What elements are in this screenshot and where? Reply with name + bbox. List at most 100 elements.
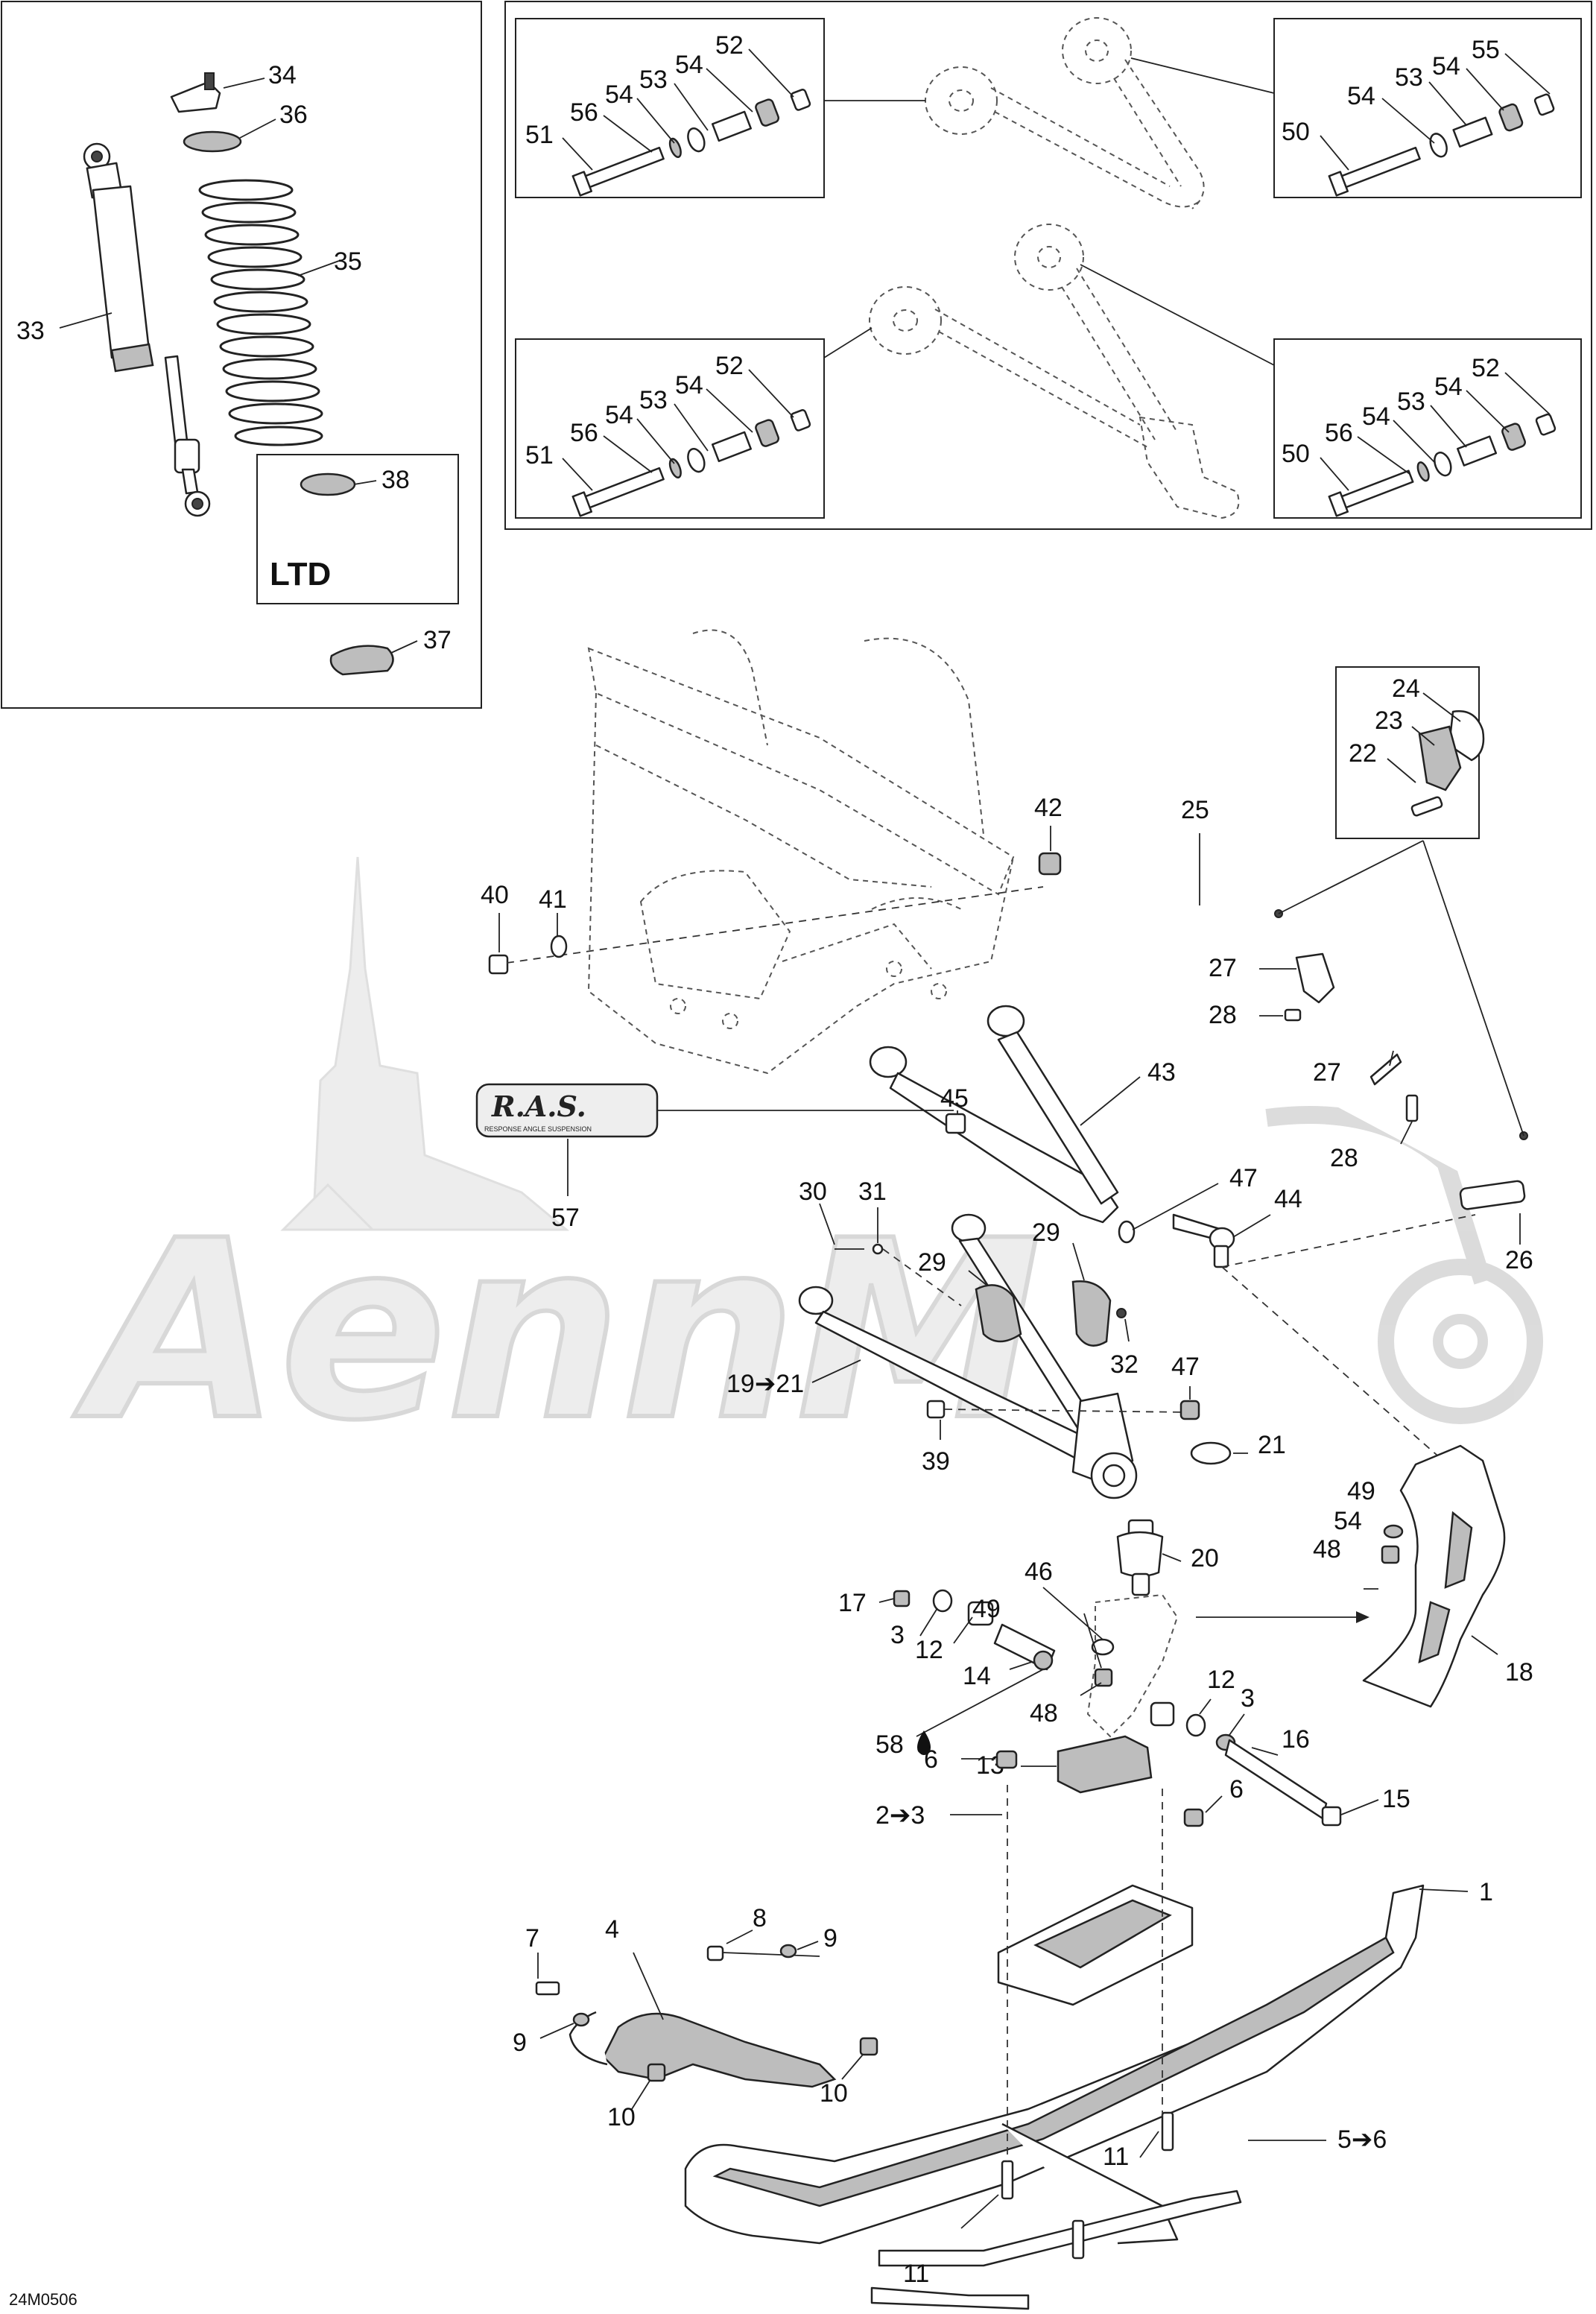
callout-32: 32 [1110, 1350, 1139, 1379]
ltd-box [256, 454, 459, 604]
diagram-code: 24M0506 [9, 2290, 77, 2309]
hw2-label-3: 54 [1432, 52, 1460, 80]
a-arm-hardware-panel: 51 56 54 53 54 52 50 54 [504, 1, 1592, 530]
hardware-box-1: 51 56 54 53 54 52 [515, 18, 825, 198]
callout-31: 31 [858, 1177, 887, 1206]
spindle-18 [1362, 1444, 1506, 1708]
callout-57: 57 [551, 1204, 580, 1232]
watermark-text: AennM [70, 1188, 1041, 1474]
ski-handle-4 [569, 2011, 837, 2088]
callout-16: 16 [1282, 1725, 1310, 1754]
callout-37: 37 [423, 626, 452, 654]
bolt-40 [488, 954, 509, 975]
callout-49b: 49 [1347, 1477, 1375, 1505]
hw3-label-5: 52 [715, 352, 744, 380]
callout-28a: 28 [1209, 1001, 1237, 1029]
bumper-29a [975, 1284, 1022, 1343]
callout-41: 41 [539, 885, 567, 914]
callout-10b: 10 [820, 2079, 848, 2108]
hw3-label-4: 54 [675, 371, 703, 399]
callout-36: 36 [279, 101, 308, 129]
hw3-label-3: 53 [639, 386, 668, 414]
callout-9b: 9 [513, 2029, 527, 2057]
callout-18: 18 [1505, 1658, 1533, 1686]
callout-33: 33 [16, 317, 45, 345]
ghost-upper-a-arm [824, 17, 1275, 209]
hardware-box-3: 51 56 54 53 54 52 [515, 338, 825, 519]
bracket-27 [1295, 952, 1335, 1004]
bracket-22-24-box: 24 23 22 [1335, 666, 1485, 839]
hw4-label-0: 50 [1282, 440, 1310, 468]
ghost-lower-a-arm [823, 224, 1275, 519]
callout-46: 46 [1025, 1558, 1053, 1586]
callout-12b: 12 [1207, 1666, 1235, 1694]
callout-24: 24 [1392, 674, 1420, 703]
chassis-frame [587, 629, 1015, 1075]
callout-42: 42 [1034, 794, 1063, 822]
callout-6b: 6 [1229, 1775, 1244, 1804]
callout-45: 45 [940, 1084, 969, 1113]
hardware-box-2: 50 54 53 54 55 [1273, 18, 1582, 198]
hw2-label-4: 55 [1472, 36, 1500, 64]
hw4-label-3: 53 [1397, 388, 1425, 416]
callout-34: 34 [268, 61, 297, 89]
callout-44: 44 [1274, 1185, 1302, 1213]
hw3-label-2: 54 [605, 401, 633, 429]
callout-47b: 47 [1171, 1353, 1200, 1381]
callout-25: 25 [1181, 796, 1209, 824]
callout-17: 17 [838, 1589, 867, 1617]
hw2-label-0: 50 [1282, 118, 1310, 146]
callout-3b: 3 [1241, 1684, 1255, 1713]
hw4-label-2: 54 [1362, 402, 1390, 431]
callout-47a: 47 [1229, 1164, 1258, 1192]
callout-22: 22 [1349, 739, 1377, 768]
callout-54: 54 [1334, 1507, 1362, 1535]
callout-3a: 3 [890, 1621, 905, 1649]
callout-10a: 10 [607, 2103, 636, 2131]
ball-joint-20 [1116, 1519, 1164, 1596]
callout-1: 1 [1479, 1878, 1493, 1906]
bumper-29b [1071, 1280, 1112, 1347]
callout-28b: 28 [1330, 1144, 1358, 1172]
hw1-label-2: 54 [605, 80, 633, 109]
callout-8: 8 [753, 1904, 767, 1932]
spring-35 [198, 179, 323, 446]
ras-logo-subtext: RESPONSE ANGLE SUSPENSION [484, 1125, 592, 1133]
hw4-label-5: 52 [1472, 354, 1500, 382]
callout-12a: 12 [915, 1636, 943, 1664]
hw1-label-0: 51 [525, 121, 554, 149]
callout-39: 39 [922, 1447, 950, 1476]
hw1-label-5: 52 [715, 31, 744, 60]
hw3-label-1: 56 [570, 419, 598, 447]
callout-35: 35 [334, 247, 362, 276]
ras-logo-text: R.A.S. [491, 1090, 586, 1123]
carbide-runner-5: 5➔6 [870, 2125, 1387, 2310]
oil-drop-icon [917, 1730, 931, 1755]
callout-21: 21 [1258, 1431, 1286, 1459]
callout-49a: 49 [972, 1595, 1001, 1623]
callout-6a: 6 [924, 1745, 938, 1774]
callout-14: 14 [963, 1662, 991, 1690]
ski-1 [684, 1884, 1425, 2245]
hw2-label-2: 53 [1395, 63, 1423, 92]
callout-4: 4 [605, 1915, 619, 1944]
callout-5-6: 5➔6 [1337, 2125, 1387, 2154]
callout-7: 7 [525, 1924, 539, 1953]
ltd-label: LTD [270, 556, 331, 592]
hw2-label-1: 54 [1347, 82, 1375, 110]
callout-29a: 29 [918, 1248, 946, 1277]
hardware-box-4: 50 56 54 53 54 52 [1273, 338, 1582, 519]
spring-seat-38 [300, 472, 356, 496]
shock-absorber-33 [83, 142, 211, 517]
hw1-label-1: 56 [570, 98, 598, 127]
spring-seat-37 [329, 645, 394, 676]
shock-absorber-panel: LTD 33 34 36 35 38 37 [1, 1, 482, 709]
callout-43: 43 [1147, 1058, 1176, 1087]
callout-11a: 11 [1103, 2143, 1129, 2171]
hw4-label-4: 54 [1434, 373, 1463, 401]
callout-2-3: 2➔3 [875, 1801, 925, 1830]
callout-11b: 11 [903, 2260, 929, 2288]
callout-58: 58 [875, 1730, 904, 1759]
callout-9a: 9 [823, 1924, 837, 1953]
